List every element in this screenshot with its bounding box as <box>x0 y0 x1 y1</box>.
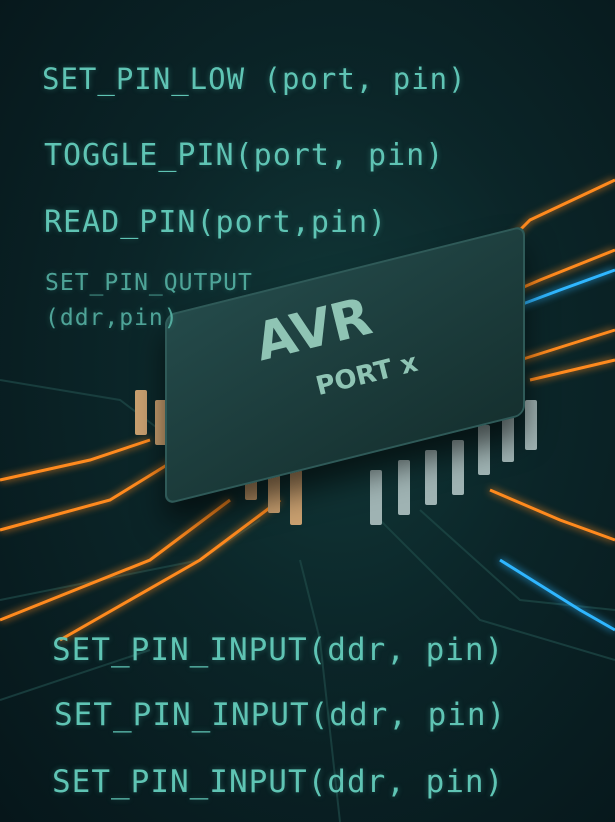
code-label: SET_PIN_LOW (port, pin) <box>42 62 467 96</box>
code-label: (ddr,pin) <box>45 305 179 331</box>
code-label: SET_PIN_INPUT(ddr, pin) <box>52 764 505 800</box>
code-label: READ_PIN(port,pin) <box>44 205 388 240</box>
code-label: SET_PIN_INPUT(ddr, pin) <box>54 697 507 733</box>
code-label: SET_PIN_INPUT(ddr, pin) <box>52 632 505 668</box>
code-label: TOGGLE_PIN(port, pin) <box>44 138 445 173</box>
code-label: SET_PIN_QUTPUT <box>45 270 253 296</box>
